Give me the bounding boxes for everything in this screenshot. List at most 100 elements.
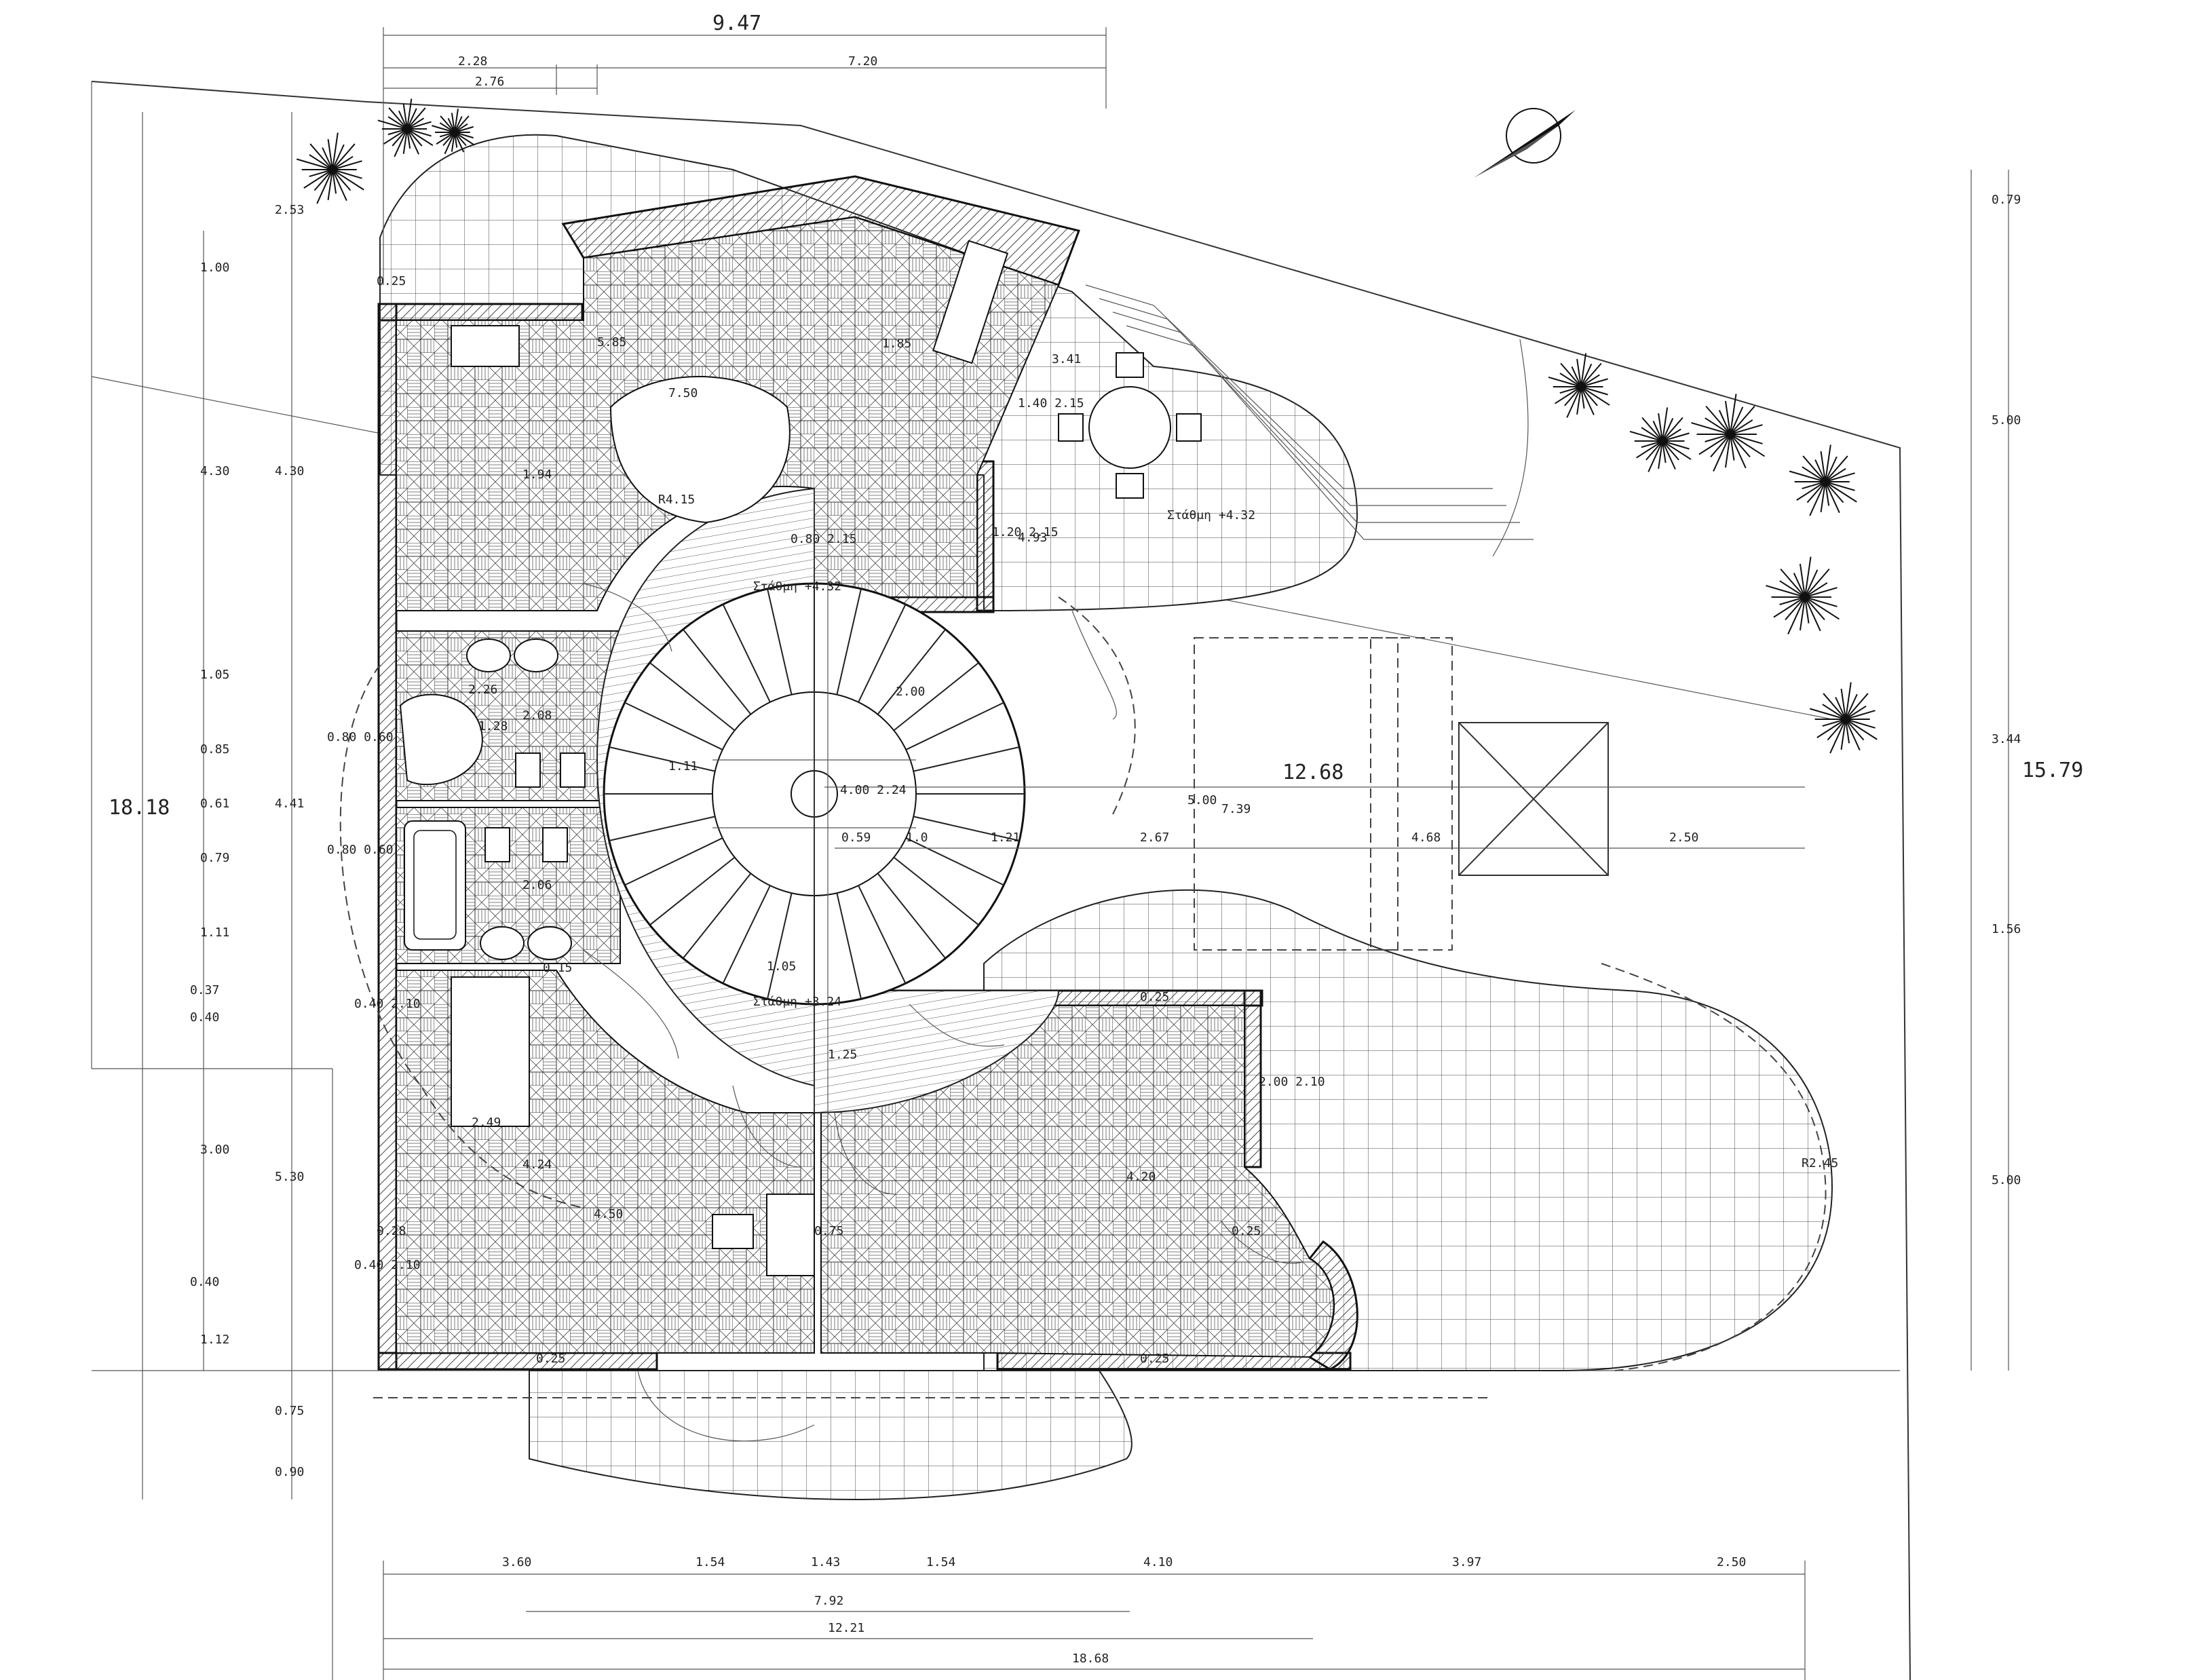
dim-left-seg: 0.90 [275, 1465, 304, 1479]
dim-left-seg: 0.79 [200, 851, 229, 865]
tree-spoke [1730, 424, 1763, 435]
dim-row-b: 0.59 [841, 831, 871, 845]
tree-spoke [1662, 440, 1667, 463]
tree-spoke [327, 138, 333, 170]
dim-right-seg: 0.79 [1992, 193, 2021, 207]
outdoor-table [1058, 352, 1202, 499]
tree-spoke [1724, 434, 1731, 468]
door-tag: 2.00 2.10 [1259, 1075, 1325, 1089]
tree-spoke [398, 110, 408, 130]
tree-spoke [1804, 596, 1838, 607]
stair-tread [722, 604, 771, 703]
tree-spoke [1548, 376, 1582, 387]
opening-labels: 0.80 0.60 0.80 0.60 0.40 2.10 0.40 2.10 … [327, 396, 1325, 1272]
tree-spoke [1840, 688, 1846, 720]
dim-top-left-b: 2.76 [475, 75, 504, 89]
tree-spoke [454, 132, 475, 146]
tree-spoke [1825, 481, 1857, 503]
tree-spoke [1560, 362, 1582, 387]
dim-bottom-overall: 18.68 [1072, 1652, 1109, 1666]
stair-tread [836, 588, 862, 695]
tree-spoke [439, 132, 455, 138]
tree-spoke [332, 160, 362, 170]
tree-spoke [1580, 364, 1593, 387]
dim-row-b: 2.50 [1669, 831, 1698, 845]
dim-living: 4.20 [1126, 1170, 1156, 1184]
stair-tread [649, 856, 736, 926]
tree-spoke [1809, 708, 1846, 720]
window-tag-b: 0.80 0.60 [327, 843, 394, 857]
dim-bottom-seg: 3.97 [1452, 1555, 1481, 1569]
palm-icon [1629, 407, 1692, 472]
tree-spoke [1845, 693, 1858, 720]
door-tag: 1.40 2.15 [1018, 396, 1084, 411]
dim-stair-width: 2.00 [896, 685, 925, 699]
tree-spoke [1559, 386, 1582, 394]
tree-spoke [1662, 407, 1669, 442]
interior-labels: 12.68 5.00 7.39 0.59 1.0 1.21 2.67 4.68 … [377, 335, 1838, 1366]
tree-spoke [454, 123, 468, 133]
tree-spoke [332, 169, 362, 179]
dim-row-b: 1.21 [991, 831, 1020, 845]
tree-icon [1548, 353, 1610, 418]
tree-spoke [1822, 719, 1846, 727]
tree-spoke [303, 169, 333, 189]
tree-spoke [454, 116, 463, 133]
tree-spoke [444, 132, 455, 155]
tree-spoke [454, 126, 474, 133]
tree-spoke [1785, 596, 1806, 621]
door-tag: 0.40 2.10 [354, 1258, 421, 1272]
dim-bottom-partial: 12.21 [828, 1621, 864, 1635]
door-tag-d: 1.20 2.15 [992, 525, 1059, 539]
tree-spoke [406, 121, 432, 130]
door-swings [583, 583, 1303, 1442]
tree-spoke [387, 128, 408, 136]
tree-spoke [1730, 394, 1737, 435]
dim-terrace-width: 12.68 [1282, 761, 1344, 784]
level-mark: Στάθμη +3.24 [753, 995, 841, 1009]
dim-right-seg: 1.56 [1992, 922, 2021, 936]
tree-spoke [322, 147, 333, 170]
tree-spoke [1571, 366, 1582, 387]
dim-bath: 2.08 [522, 708, 552, 723]
tree-spoke [1662, 432, 1690, 442]
dim-inner-seg: 0.25 [377, 274, 406, 288]
dim-left-seg: 1.05 [200, 668, 229, 682]
dim-left-seg: 0.40 [190, 1010, 219, 1025]
tree-spoke [1825, 444, 1831, 482]
tree-spoke [1730, 434, 1747, 469]
level-mark: Στάθμη +4.32 [1167, 508, 1255, 522]
tree-spoke [406, 107, 426, 130]
door-tag: 0.40 2.10 [354, 997, 421, 1011]
dim-radius-main: R4.15 [658, 493, 695, 507]
tree-spoke [1825, 455, 1848, 482]
tree-spoke [1580, 374, 1600, 387]
tree-spoke [1559, 373, 1582, 387]
tree-spoke [1662, 440, 1676, 470]
stair-tread [682, 873, 752, 959]
bath-fixtures [399, 638, 586, 960]
tree-spoke [332, 132, 339, 170]
tree-spoke [1710, 434, 1731, 458]
door-tag: 1.20 2.15 [992, 525, 1059, 539]
tree-spoke [1845, 719, 1876, 729]
tree-spoke [1662, 417, 1683, 442]
tree-spoke [1814, 459, 1826, 482]
dim-small: 0.75 [814, 1224, 843, 1238]
tree-spoke [1580, 386, 1595, 415]
stair-tread [609, 746, 715, 772]
stair-tread [836, 893, 862, 999]
tree-spoke [1705, 417, 1731, 435]
tree-spoke [1845, 719, 1865, 741]
tree-spoke [1806, 481, 1826, 503]
stair-tread [649, 662, 736, 731]
tree-spoke [383, 128, 408, 145]
tree-spoke [1645, 440, 1663, 461]
dim-small: 0.15 [543, 961, 572, 975]
terrace-entrance [529, 1370, 1132, 1500]
dim-bath: 2.06 [522, 878, 552, 892]
tree-spoke [1580, 386, 1598, 406]
tree-spoke [1564, 386, 1582, 406]
dim-row-b: 1.0 [906, 831, 928, 845]
tree-spoke [1724, 400, 1731, 435]
